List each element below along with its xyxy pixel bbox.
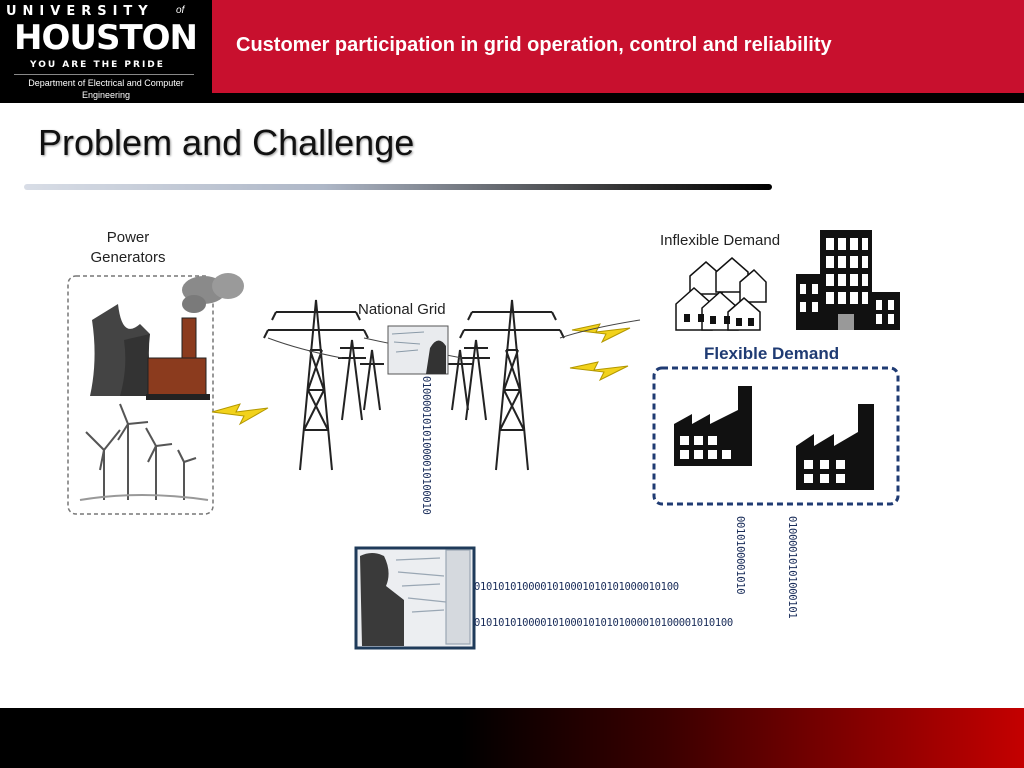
power-generators-label: Power Generators — [90, 229, 166, 266]
flexible-demand-label: Flexible Demand — [704, 344, 840, 363]
binary-stream-horizontal-2: 0101010100001010001010101000010100001010… — [474, 617, 733, 629]
grid-diagram: Power Generators National Grid Inflexibl… — [0, 200, 1024, 670]
lightning-icon — [211, 323, 631, 426]
flexible-demand-box — [652, 366, 900, 506]
factory-windows — [680, 436, 845, 483]
power-plant-icon — [146, 273, 244, 400]
house-windows — [684, 314, 754, 326]
university-logo: UNIVERSITY of HOUSTON YOU ARE THE PRIDE … — [0, 0, 212, 103]
logo-tagline: YOU ARE THE PRIDE — [30, 60, 165, 70]
binary-stream-factory-1: 0010100001010 — [734, 516, 746, 595]
department-label: Department of Electrical and Computer En… — [28, 78, 184, 100]
cooling-tower-icon — [90, 304, 156, 396]
title-underline — [24, 184, 772, 190]
power-lines — [267, 319, 641, 359]
binary-stream-grid: 01000010101000010100010 — [420, 376, 432, 515]
generators-box — [67, 275, 214, 515]
national-grid-label: National Grid — [358, 301, 446, 318]
logo-university-text: UNIVERSITY — [6, 4, 154, 19]
grid-operator-icon — [426, 340, 446, 374]
logo-divider — [14, 74, 194, 75]
header-red-band — [212, 0, 1024, 93]
wind-turbine-icon — [79, 403, 209, 501]
slide-header: UNIVERSITY of HOUSTON YOU ARE THE PRIDE … — [0, 0, 1024, 103]
logo-houston-text: HOUSTON — [14, 18, 198, 58]
binary-stream-horizontal-1: 0101010100001010001010101000010100 — [474, 581, 679, 593]
binary-stream-factory-2: 01000010101000101 — [786, 516, 798, 619]
office-building-icon — [796, 230, 900, 330]
header-title: Customer participation in grid operation… — [236, 34, 832, 56]
transmission-tower-icon — [263, 299, 565, 471]
slide-footer — [0, 708, 1024, 768]
logo-of-text: of — [176, 5, 185, 16]
factory-icon — [674, 386, 874, 490]
slide-title: Problem and Challenge — [38, 122, 415, 163]
inflexible-demand-label: Inflexible Demand — [660, 232, 781, 249]
diagram-graphics — [67, 230, 900, 650]
control-operator-icon — [360, 553, 404, 646]
